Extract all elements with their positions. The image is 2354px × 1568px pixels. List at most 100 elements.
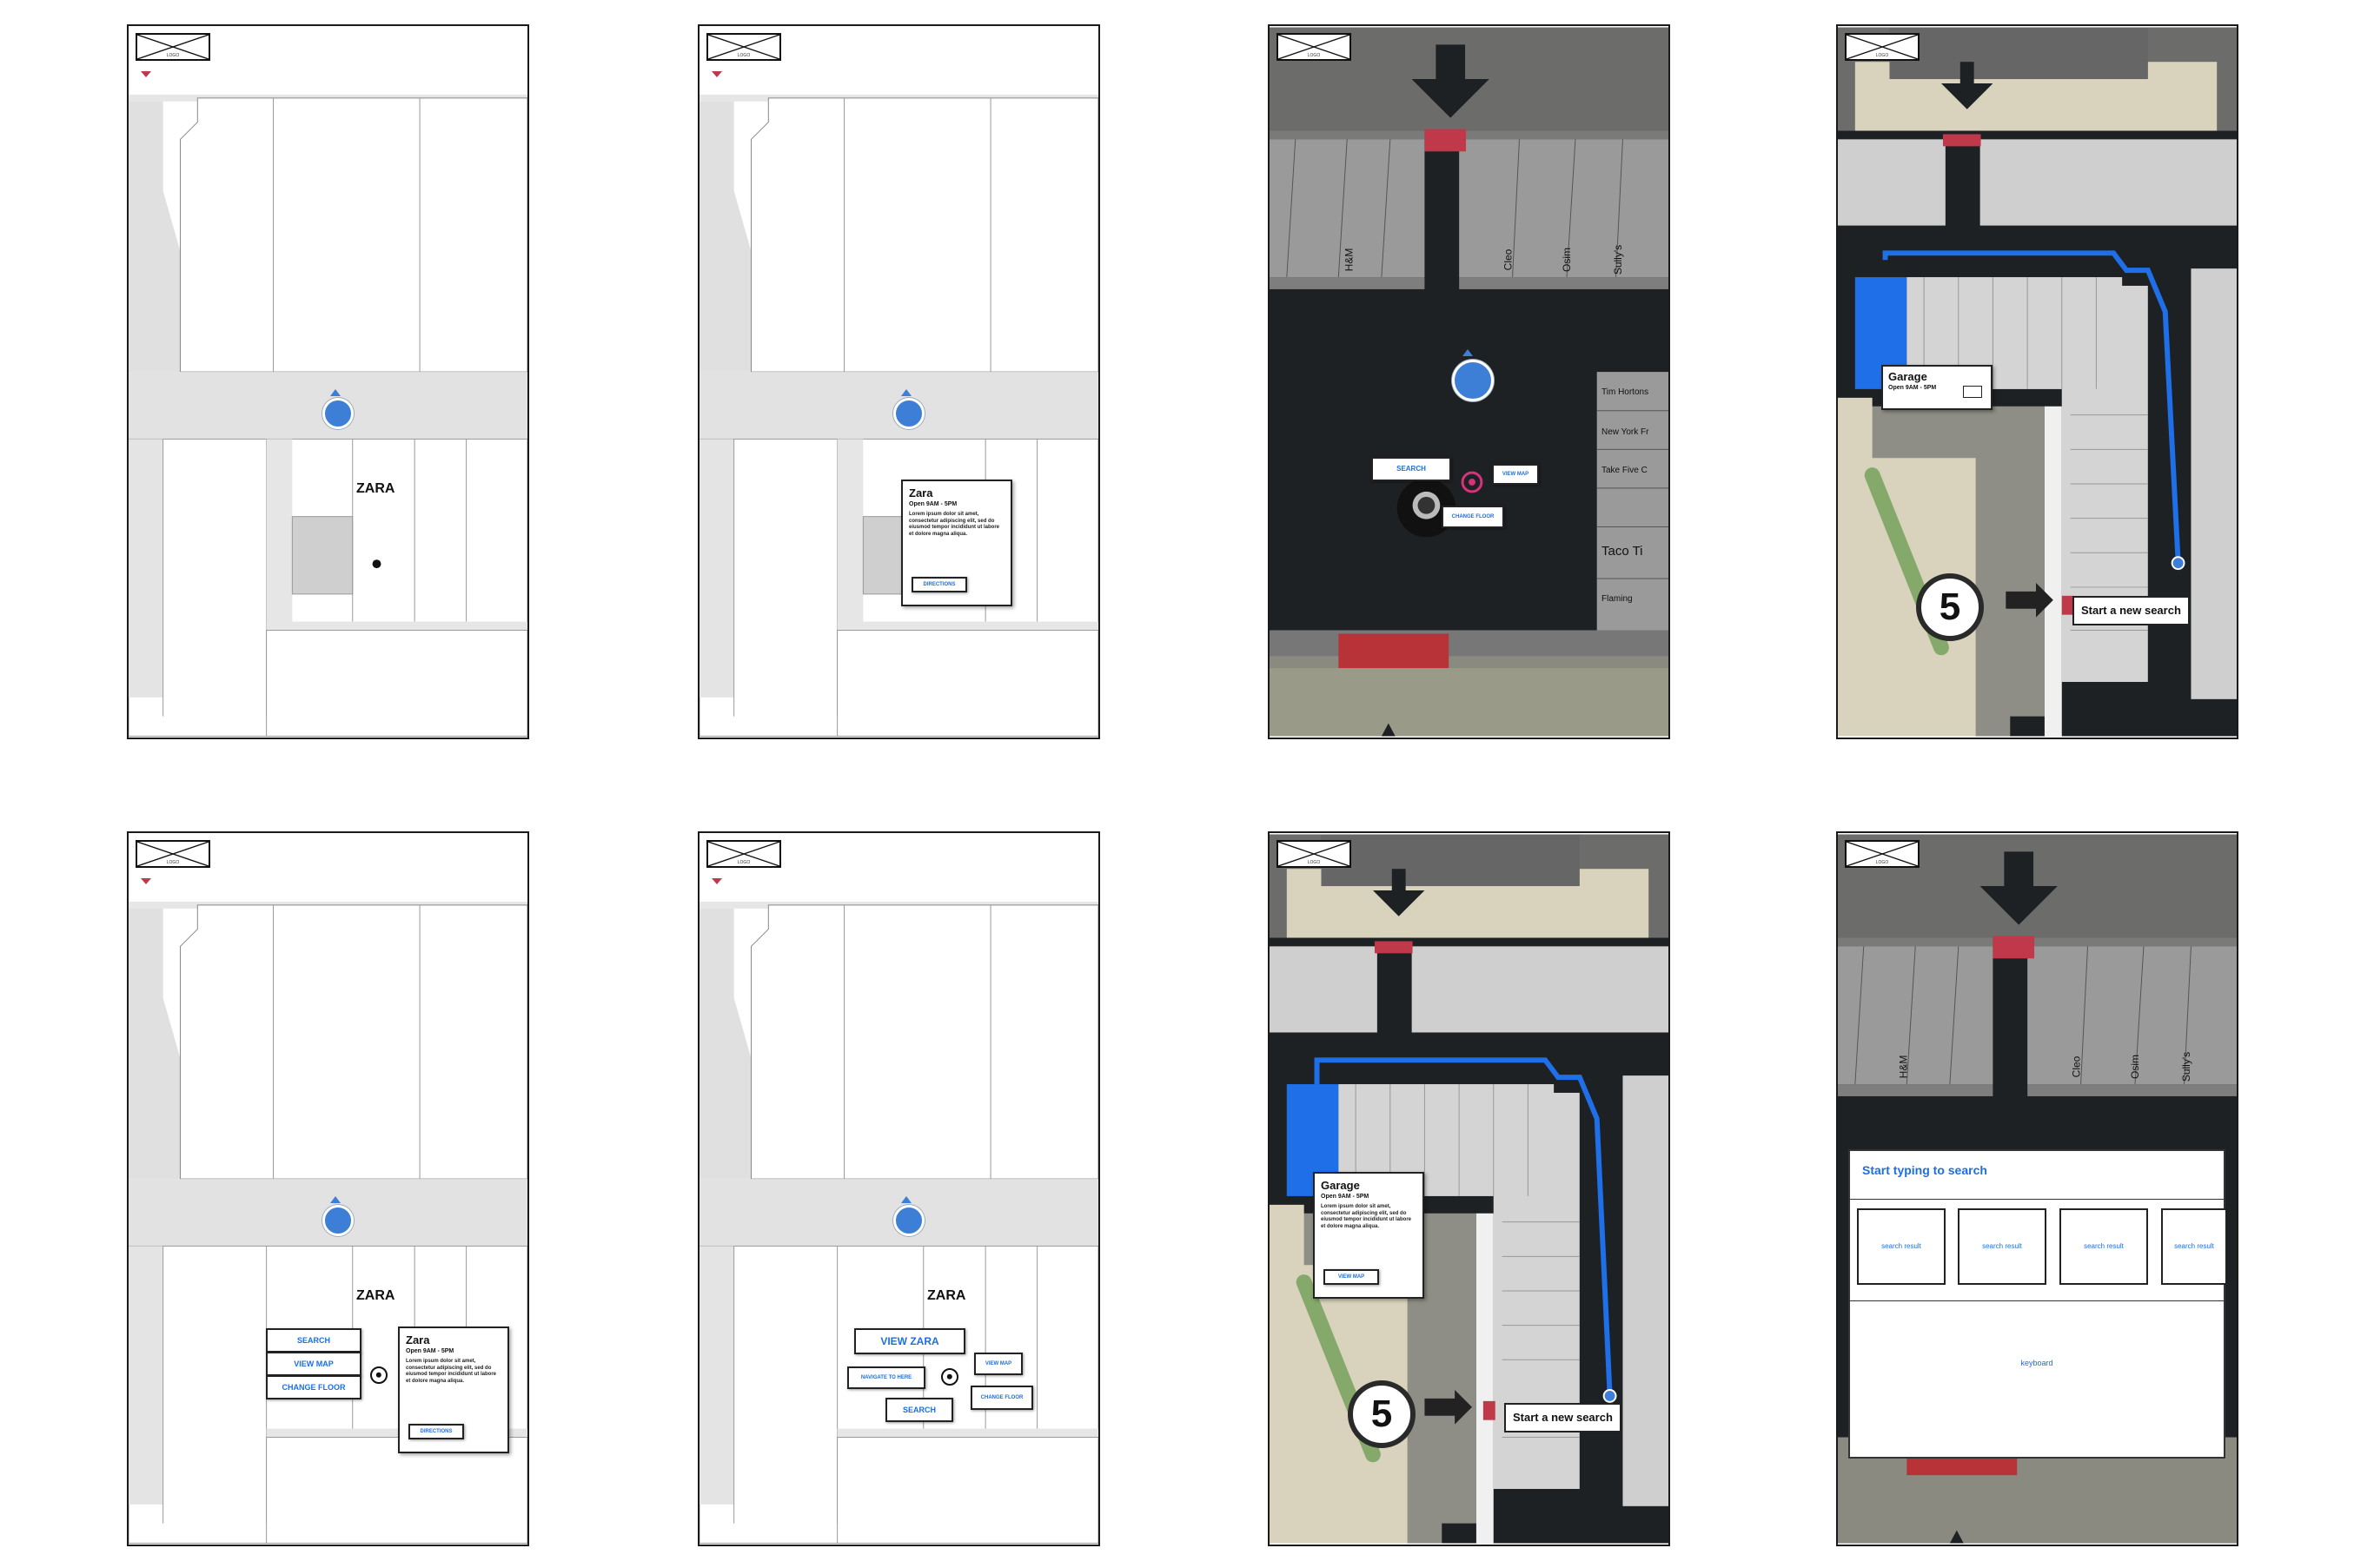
start-new-search-button[interactable]: Start a new search bbox=[2072, 596, 2190, 625]
logo-text: LOGO bbox=[1875, 53, 1889, 58]
store-label-zara[interactable]: ZARA bbox=[927, 1288, 966, 1303]
keyboard[interactable]: keyboard bbox=[1850, 1300, 2224, 1457]
logo-placeholder[interactable]: LOGO bbox=[1276, 33, 1351, 61]
store-description: Lorem ipsum dolor sit amet, consectetur … bbox=[909, 512, 1000, 537]
directions-button[interactable]: DIRECTIONS bbox=[912, 577, 967, 592]
garage-info-card: Garage Open 9AM - 5PM Lorem ipsum dolor … bbox=[1313, 1172, 1424, 1299]
store-description: Lorem ipsum dolor sit amet, consectetur … bbox=[406, 1359, 497, 1384]
floor-number-marker: 5 bbox=[1916, 573, 1984, 641]
directions-button[interactable]: DIRECTIONS bbox=[408, 1424, 464, 1439]
heading-indicator-icon bbox=[1462, 349, 1473, 356]
logo-text: LOGO bbox=[166, 53, 180, 58]
store-title: Zara bbox=[909, 486, 933, 500]
change-floor-button[interactable]: CHANGE FLOOR bbox=[266, 1375, 361, 1399]
logo-placeholder[interactable]: LOGO bbox=[706, 840, 781, 868]
user-location-icon bbox=[1452, 360, 1494, 401]
logo-placeholder[interactable]: LOGO bbox=[1845, 840, 1920, 868]
start-new-search-button[interactable]: Start a new search bbox=[1504, 1403, 1621, 1432]
floor-number-marker: 5 bbox=[1348, 1380, 1416, 1448]
logo-placeholder[interactable]: LOGO bbox=[1845, 33, 1920, 61]
view-map-button[interactable]: VIEW MAP bbox=[266, 1352, 361, 1376]
view-map-button[interactable]: VIEW MAP bbox=[1492, 464, 1539, 485]
store-hours: Open 9AM - 5PM bbox=[909, 501, 958, 507]
store-label: Flaming bbox=[1601, 594, 1633, 604]
store-label: Osim bbox=[1561, 248, 1573, 272]
view-map-button[interactable]: VIEW MAP bbox=[1323, 1269, 1379, 1285]
floor-map bbox=[700, 834, 1098, 1544]
store-label: New York Fr bbox=[1601, 427, 1649, 437]
store-label: Osim bbox=[2129, 1055, 2141, 1079]
search-result-card[interactable]: search result bbox=[1958, 1208, 2046, 1285]
logo-placeholder[interactable]: LOGO bbox=[136, 840, 210, 868]
store-label: Tim Hortons bbox=[1601, 387, 1649, 397]
route-screen-4: LOGO Garage Open 9AM - 5PM 5 Start a new… bbox=[1836, 24, 2238, 739]
logo-placeholder[interactable]: LOGO bbox=[1276, 840, 1351, 868]
heading-indicator-icon bbox=[901, 389, 912, 396]
search-button[interactable]: SEARCH bbox=[266, 1328, 361, 1353]
floor-map bbox=[700, 27, 1098, 737]
navigate-to-here-button[interactable]: NAVIGATE TO HERE bbox=[847, 1366, 925, 1389]
store-target-icon[interactable] bbox=[941, 1368, 958, 1386]
logo-placeholder[interactable]: LOGO bbox=[706, 33, 781, 61]
store-label: Cleo bbox=[2070, 1055, 2083, 1078]
user-location-icon bbox=[893, 1205, 925, 1236]
logo-text: LOGO bbox=[1307, 53, 1321, 58]
garage-info-card: Garage Open 9AM - 5PM bbox=[1881, 365, 1993, 410]
wireframe-screen-5: LOGO ZARA SEARCH VIEW MAP CHANGE FLOOR Z… bbox=[127, 831, 529, 1546]
heading-indicator-icon bbox=[330, 1196, 341, 1203]
menu-dropdown-icon[interactable] bbox=[141, 71, 151, 77]
wireframe-screen-6: LOGO ZARA VIEW ZARA NAVIGATE TO HERE VIE… bbox=[698, 831, 1100, 1546]
expand-card-icon[interactable] bbox=[1963, 386, 1982, 398]
store-label: Sully's bbox=[1612, 244, 1625, 275]
logo-text: LOGO bbox=[1875, 860, 1889, 865]
garage-title: Garage bbox=[1321, 1179, 1360, 1192]
store-title: Zara bbox=[406, 1333, 430, 1346]
store-label: H&M bbox=[1897, 1055, 1910, 1079]
search-input[interactable]: Start typing to search bbox=[1850, 1151, 2224, 1200]
search-panel: Start typing to search search result sea… bbox=[1848, 1149, 2225, 1459]
search-result-card[interactable]: search result bbox=[1857, 1208, 1946, 1285]
store-target-icon[interactable] bbox=[370, 1366, 388, 1384]
menu-dropdown-icon[interactable] bbox=[141, 878, 151, 884]
logo-text: LOGO bbox=[737, 53, 751, 58]
garage-hours: Open 9AM - 5PM bbox=[1321, 1194, 1369, 1200]
heading-indicator-icon bbox=[901, 1196, 912, 1203]
menu-dropdown-icon[interactable] bbox=[712, 878, 722, 884]
store-label: Taco Ti bbox=[1601, 544, 1643, 559]
store-label: Take Five C bbox=[1601, 466, 1648, 475]
store-info-card: Zara Open 9AM - 5PM Lorem ipsum dolor si… bbox=[398, 1327, 509, 1453]
search-screen-8: H&M Cleo Osim Sully's LOGO Start typing … bbox=[1836, 831, 2238, 1546]
search-result-card[interactable]: search result bbox=[2059, 1208, 2148, 1285]
user-location-icon bbox=[322, 398, 354, 429]
wireframe-screen-1: LOGO ZARA bbox=[127, 24, 529, 739]
garage-description: Lorem ipsum dolor sit amet, consectetur … bbox=[1321, 1204, 1412, 1229]
store-info-card: Zara Open 9AM - 5PM Lorem ipsum dolor si… bbox=[901, 480, 1012, 606]
store-label: H&M bbox=[1343, 248, 1356, 272]
route-map bbox=[1838, 27, 2237, 737]
logo-text: LOGO bbox=[1307, 860, 1321, 865]
search-button[interactable]: SEARCH bbox=[1371, 457, 1451, 481]
route-screen-7: LOGO Garage Open 9AM - 5PM Lorem ipsum d… bbox=[1268, 831, 1670, 1546]
view-map-button[interactable]: VIEW MAP bbox=[974, 1353, 1023, 1375]
user-location-icon bbox=[322, 1205, 354, 1236]
logo-text: LOGO bbox=[166, 860, 180, 865]
user-location-icon bbox=[893, 398, 925, 429]
store-label-zara[interactable]: ZARA bbox=[356, 1288, 395, 1303]
store-label: Sully's bbox=[2180, 1051, 2193, 1082]
garage-hours: Open 9AM - 5PM bbox=[1888, 385, 1937, 391]
store-hours: Open 9AM - 5PM bbox=[406, 1348, 454, 1354]
search-button[interactable]: SEARCH bbox=[885, 1398, 953, 1422]
change-floor-button[interactable]: CHANGE FLOOR bbox=[971, 1386, 1033, 1410]
floor-map bbox=[129, 834, 527, 1544]
search-result-card[interactable]: search result bbox=[2161, 1208, 2225, 1285]
logo-text: LOGO bbox=[737, 860, 751, 865]
wireframe-screen-2: LOGO Zara Open 9AM - 5PM Lorem ipsum dol… bbox=[698, 24, 1100, 739]
menu-dropdown-icon[interactable] bbox=[712, 71, 722, 77]
store-label-zara[interactable]: ZARA bbox=[356, 481, 395, 496]
floor-map bbox=[129, 27, 527, 737]
garage-title: Garage bbox=[1888, 370, 1927, 383]
view-store-button[interactable]: VIEW ZARA bbox=[854, 1328, 965, 1354]
heading-indicator-icon bbox=[330, 389, 341, 396]
change-floor-button[interactable]: CHANGE FLOOR bbox=[1442, 506, 1504, 528]
logo-placeholder[interactable]: LOGO bbox=[136, 33, 210, 61]
